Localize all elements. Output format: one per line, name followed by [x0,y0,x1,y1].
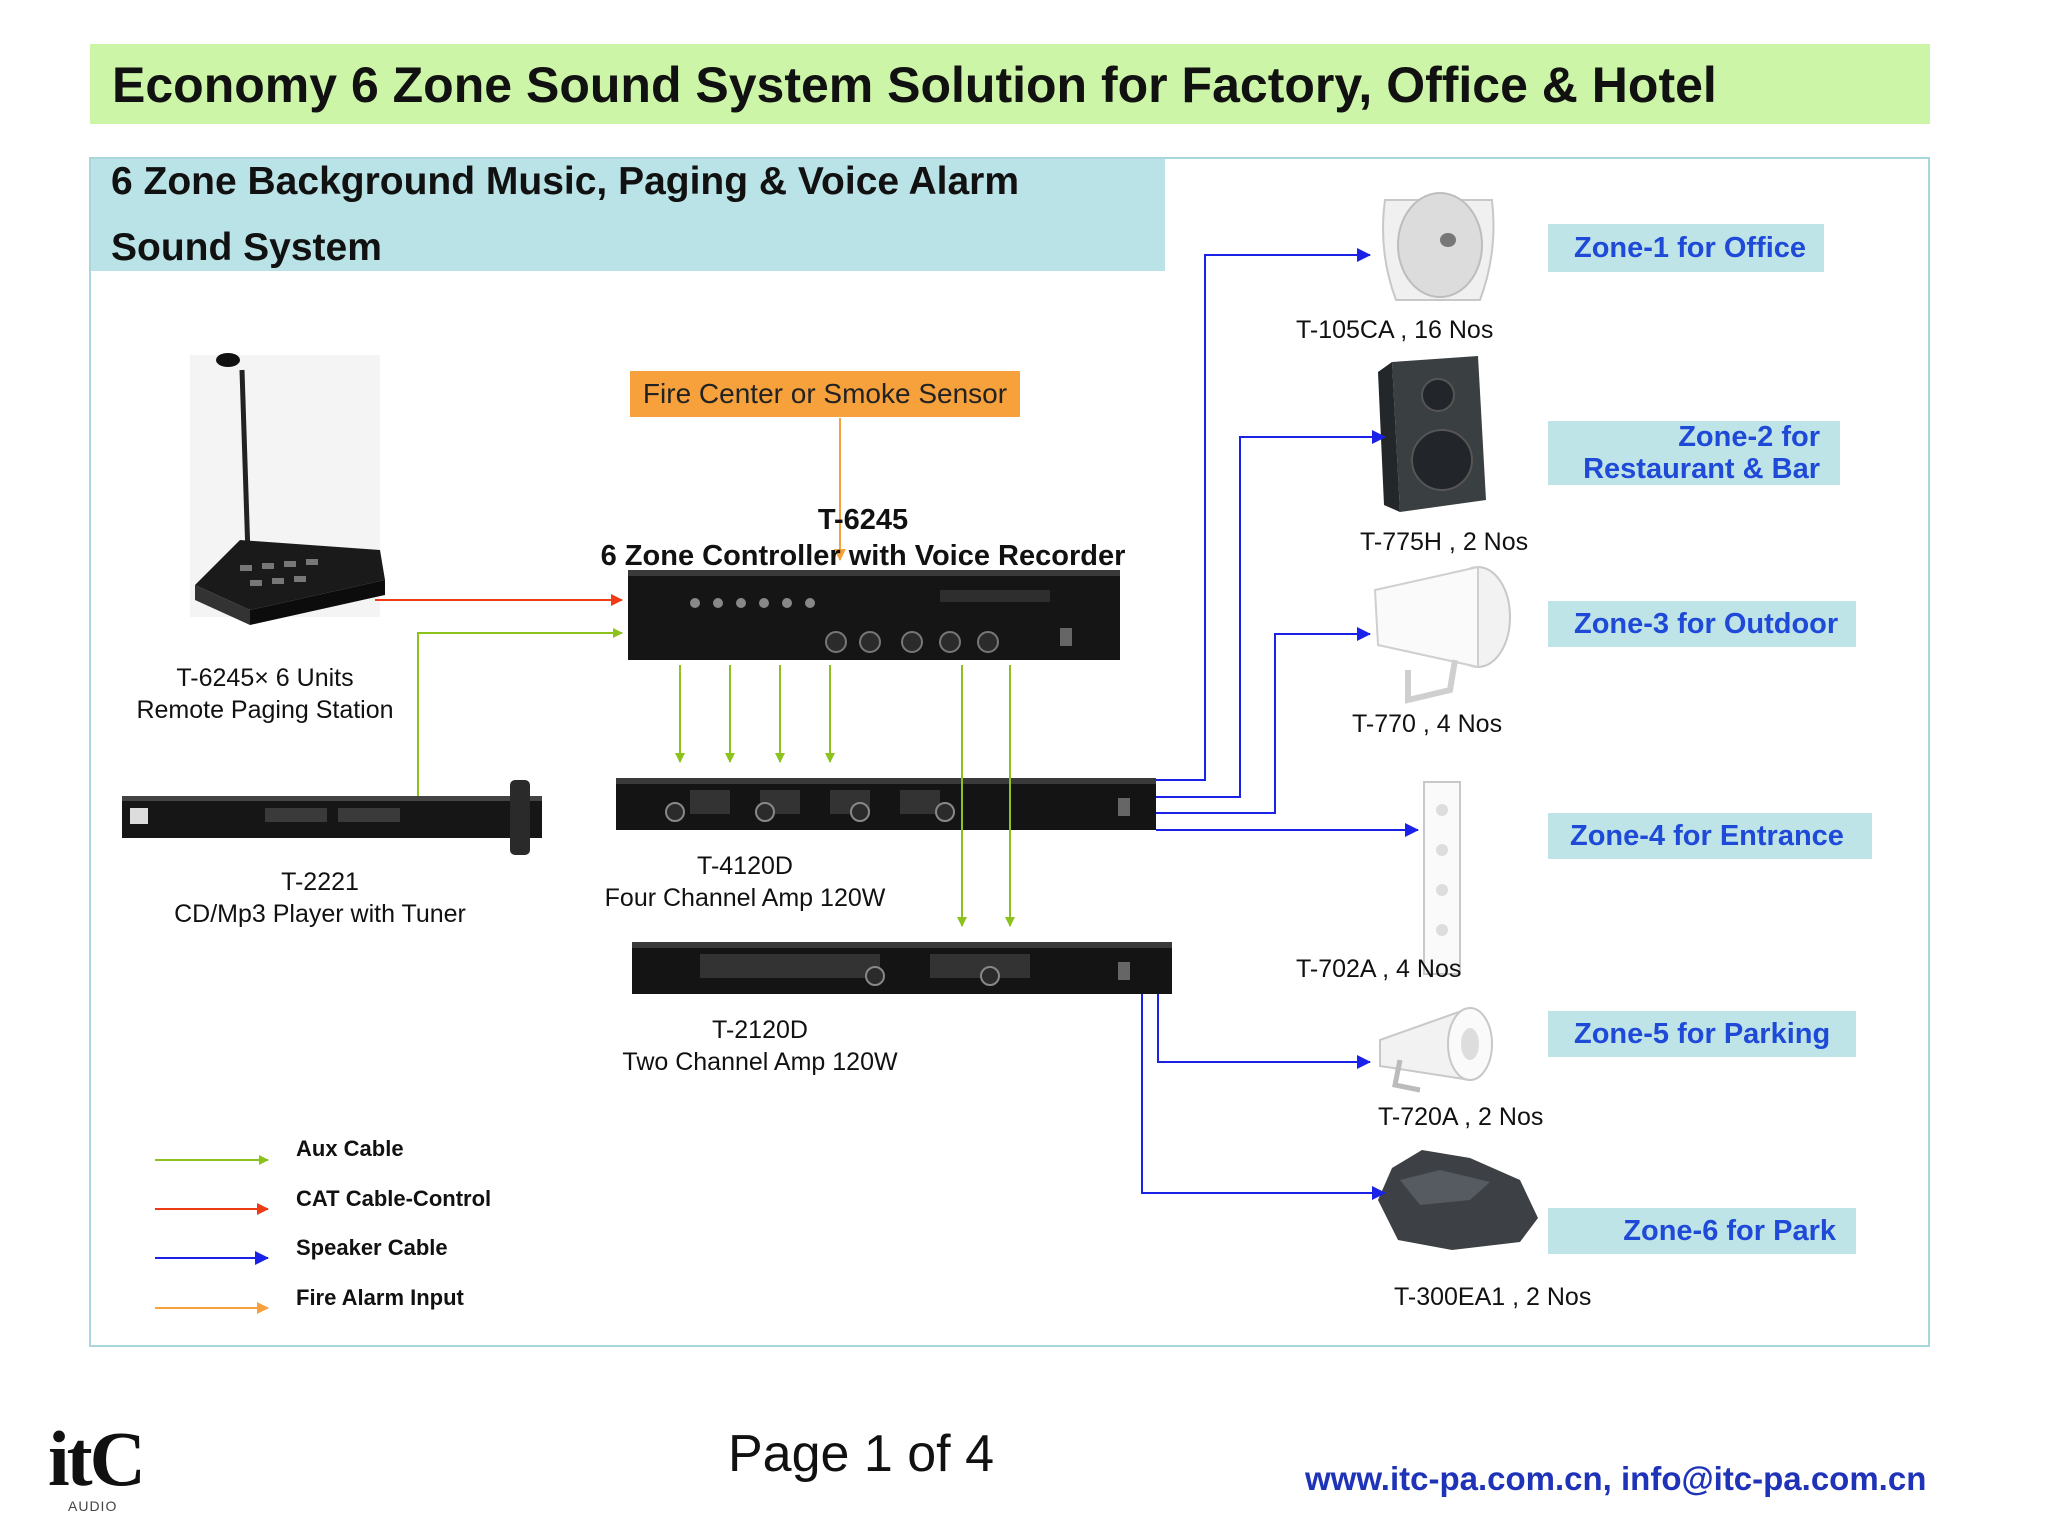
zone-2-speaker-label: T-775H , 2 Nos [1360,528,1529,556]
legend-cat-label: CAT Cable-Control [296,1186,492,1211]
amp-4ch-model: T-4120D [697,852,793,880]
amp-2ch-desc: Two Channel Amp 120W [622,1048,898,1076]
zone-3-speaker-label: T-770 , 4 Nos [1352,710,1503,738]
fire-input-box: Fire Center or Smoke Sensor [630,371,1020,417]
amp-4ch-desc: Four Channel Amp 120W [604,884,886,912]
legend-aux-label: Aux Cable [296,1136,404,1161]
amp-2ch-label: T-2120D Two Channel Amp 120W [595,1014,925,1078]
legend-speaker-label: Speaker Cable [296,1235,448,1260]
horn-speaker-icon [1379,1006,1493,1093]
cd-player-model: T-2221 [281,868,359,896]
itc-logo-text: itC [48,1415,146,1502]
zone-5-label: Zone-5 for Parking [1548,1011,1856,1057]
zone-2-label-line-2: Restaurant & Bar [1583,453,1820,485]
page-title: Economy 6 Zone Sound System Solution for… [112,57,1717,113]
controller-desc: 6 Zone Controller with Voice Recorder [600,540,1126,572]
itc-logo: itC AUDIO [48,1420,178,1515]
ceiling-speaker-icon [1382,192,1495,301]
zone-6-speaker-label: T-300EA1 , 2 Nos [1394,1283,1592,1311]
legend-fire-label: Fire Alarm Input [296,1285,464,1310]
paging-station-label: T-6245× 6 Units Remote Paging Station [110,662,420,726]
zone-1-speaker-label: T-105CA , 16 Nos [1296,316,1494,344]
amp-2ch-model: T-2120D [712,1016,808,1044]
page-number: Page 1 of 4 [728,1425,994,1483]
paging-station-model: T-6245× 6 Units [176,664,354,692]
subtitle-line-1: 6 Zone Background Music, Paging & Voice … [111,160,1020,203]
amp-4ch-icon [616,778,1156,830]
itc-logo-sub: AUDIO [68,1498,118,1514]
paging-station-icon [190,353,385,625]
amp-4ch-label: T-4120D Four Channel Amp 120W [580,850,910,914]
zone-1-label: Zone-1 for Office [1548,224,1824,272]
box-speaker-icon [1378,356,1486,512]
projection-speaker-icon [1373,565,1511,704]
amp-2ch-icon [632,942,1172,994]
zone-5-speaker-label: T-720A , 2 Nos [1378,1103,1544,1131]
cd-player-desc: CD/Mp3 Player with Tuner [174,900,466,928]
zone-4-speaker-label: T-702A , 4 Nos [1296,955,1462,983]
subtitle-line-2: Sound System [111,226,382,269]
zone-6-label: Zone-6 for Park [1548,1208,1856,1254]
zone-3-label: Zone-3 for Outdoor [1548,601,1856,647]
rock-speaker-icon [1378,1150,1538,1250]
controller-icon [628,570,1120,660]
controller-model: T-6245 [817,504,909,536]
column-speaker-icon [1423,781,1461,975]
cd-player-icon [122,780,542,855]
title-bar [90,44,1930,124]
zone-2-label: Zone-2 for Restaurant & Bar [1548,421,1840,485]
zone-2-label-line-1: Zone-2 for [1678,421,1820,453]
cd-player-label: T-2221 CD/Mp3 Player with Tuner [150,866,490,930]
subtitle-box [91,159,1165,271]
diagram-frame [89,157,1930,1347]
controller-label: T-6245 6 Zone Controller with Voice Reco… [598,502,1128,574]
zone-4-label: Zone-4 for Entrance [1548,813,1872,859]
paging-station-desc: Remote Paging Station [136,696,394,724]
contact-info: www.itc-pa.com.cn, info@itc-pa.com.cn [1305,1460,1927,1497]
